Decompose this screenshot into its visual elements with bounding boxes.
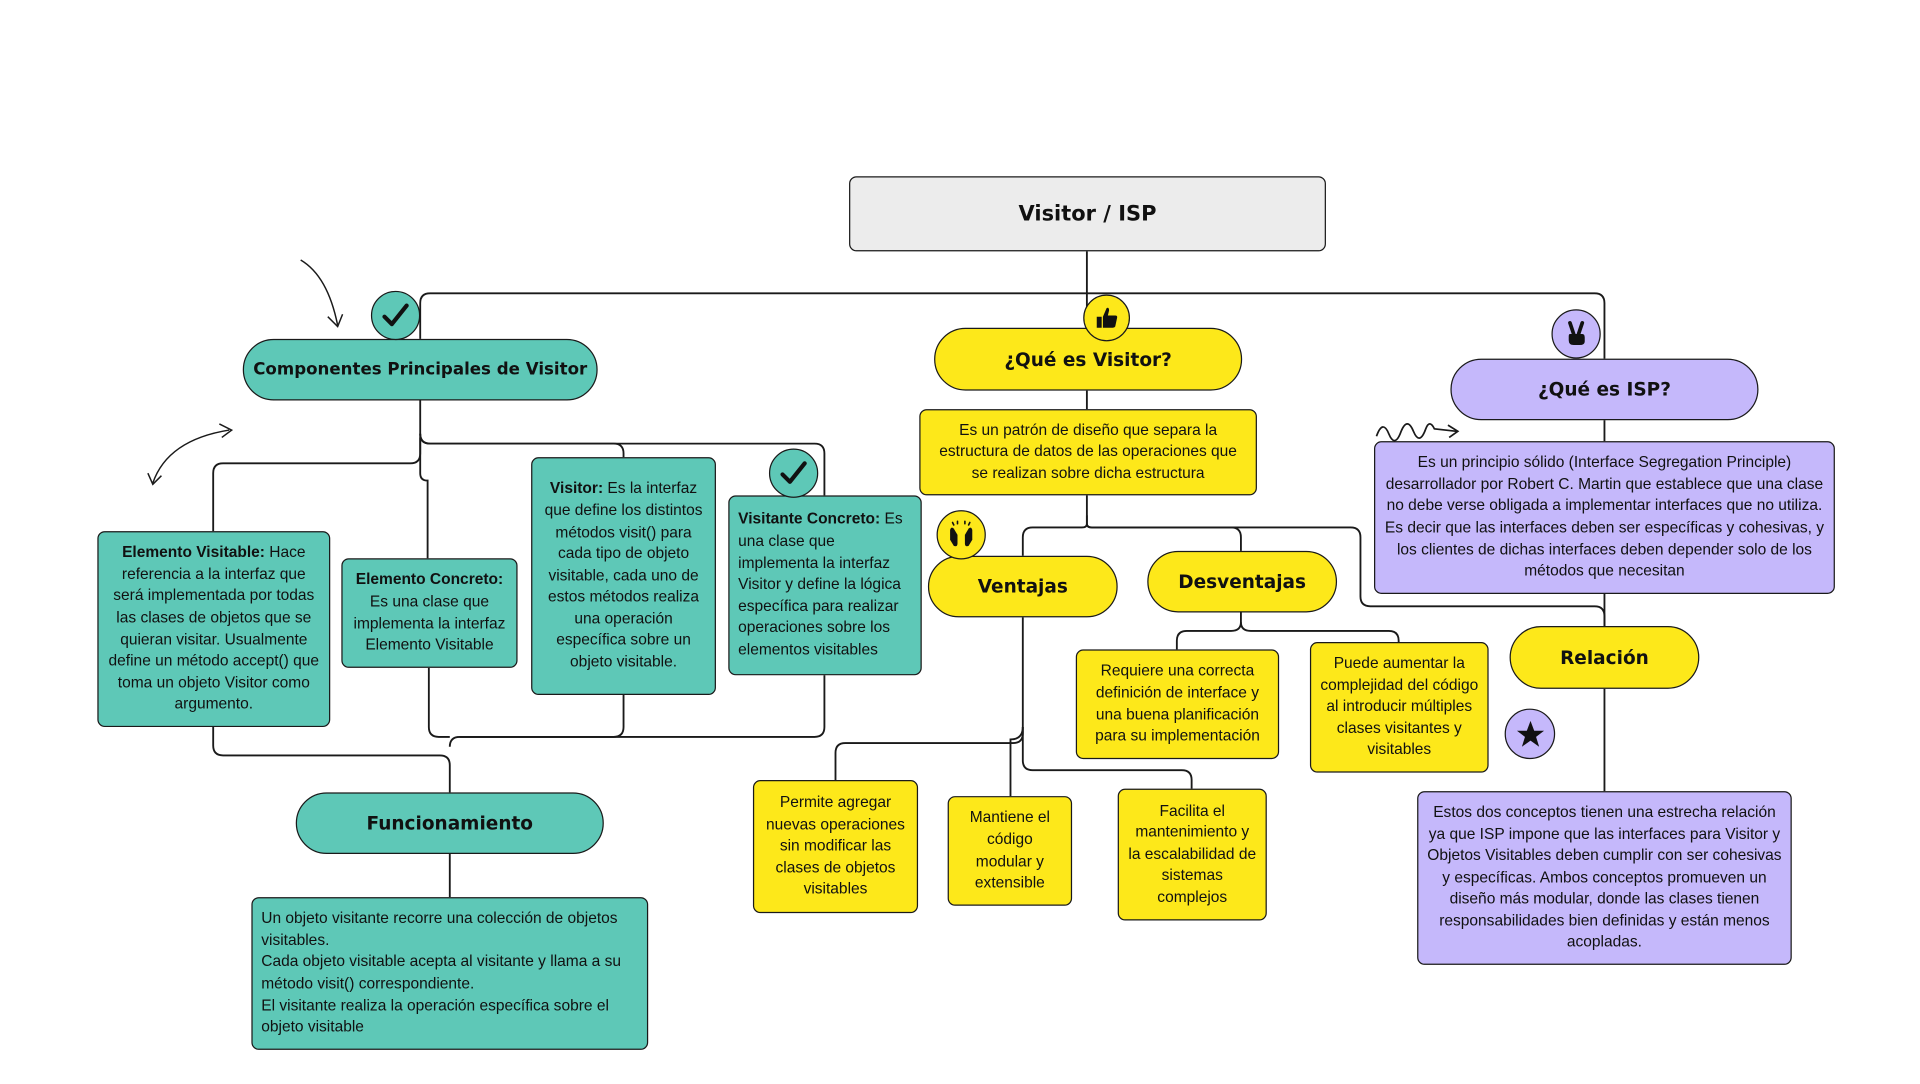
funcionamiento-box: Un objeto visitante recorre una colecció…	[251, 897, 649, 1050]
curved-arrow-icon	[300, 259, 344, 328]
ventajas-heading: Ventajas	[927, 555, 1118, 618]
funcionamiento-line: El visitante realiza la operación especí…	[261, 996, 609, 1036]
funcionamiento-line: Cada objeto visitable acepta al visitant…	[261, 953, 621, 993]
ventaja-item: Permite agregar nuevas operaciones sin m…	[752, 780, 919, 914]
curved-arrow-icon	[147, 423, 234, 486]
ventaja-item: Mantiene el código modular y extensible	[947, 796, 1073, 906]
que-es-visitor-heading: ¿Qué es Visitor?	[934, 327, 1243, 391]
peace-hand-icon	[1551, 309, 1601, 359]
funcionamiento-heading: Funcionamiento	[295, 792, 604, 854]
elemento-visitable-box: Elemento Visitable: Hace referencia a la…	[97, 531, 331, 728]
squiggle-icon	[1375, 423, 1460, 442]
que-es-isp-heading: ¿Qué es ISP?	[1450, 358, 1759, 421]
title-text: Visitor / ISP	[1018, 201, 1157, 227]
relacion-heading: Relación	[1509, 626, 1700, 689]
desventaja-item: Puede aumentar la complejidad del código…	[1309, 642, 1489, 773]
raised-hands-icon	[936, 510, 986, 560]
visitante-concreto-box: Visitante Concreto: Es una clase que imp…	[728, 495, 922, 676]
relacion-box: Estos dos conceptos tienen una estrecha …	[1417, 791, 1792, 965]
desventajas-heading: Desventajas	[1147, 550, 1338, 613]
check-icon	[768, 448, 819, 498]
elemento-concreto-box: Elemento Concreto: Es una clase que impl…	[341, 558, 518, 668]
que-es-isp-box: Es un principio sólido (Interface Segreg…	[1374, 441, 1835, 594]
page-title: Visitor / ISP	[849, 176, 1326, 252]
check-icon	[370, 290, 421, 341]
ventaja-item: Facilita el mantenimiento y la escalabil…	[1117, 788, 1267, 921]
thumbs-up-icon	[1083, 294, 1131, 342]
funcionamiento-line: Un objeto visitante recorre una colecció…	[261, 909, 618, 949]
que-es-visitor-box: Es un patrón de diseño que separa la est…	[919, 409, 1257, 496]
star-icon	[1504, 708, 1556, 760]
components-heading: Componentes Principales de Visitor	[242, 338, 598, 401]
visitor-box: Visitor: Es la interfaz que define los d…	[531, 457, 716, 696]
desventaja-item: Requiere una correcta definición de inte…	[1075, 649, 1280, 760]
